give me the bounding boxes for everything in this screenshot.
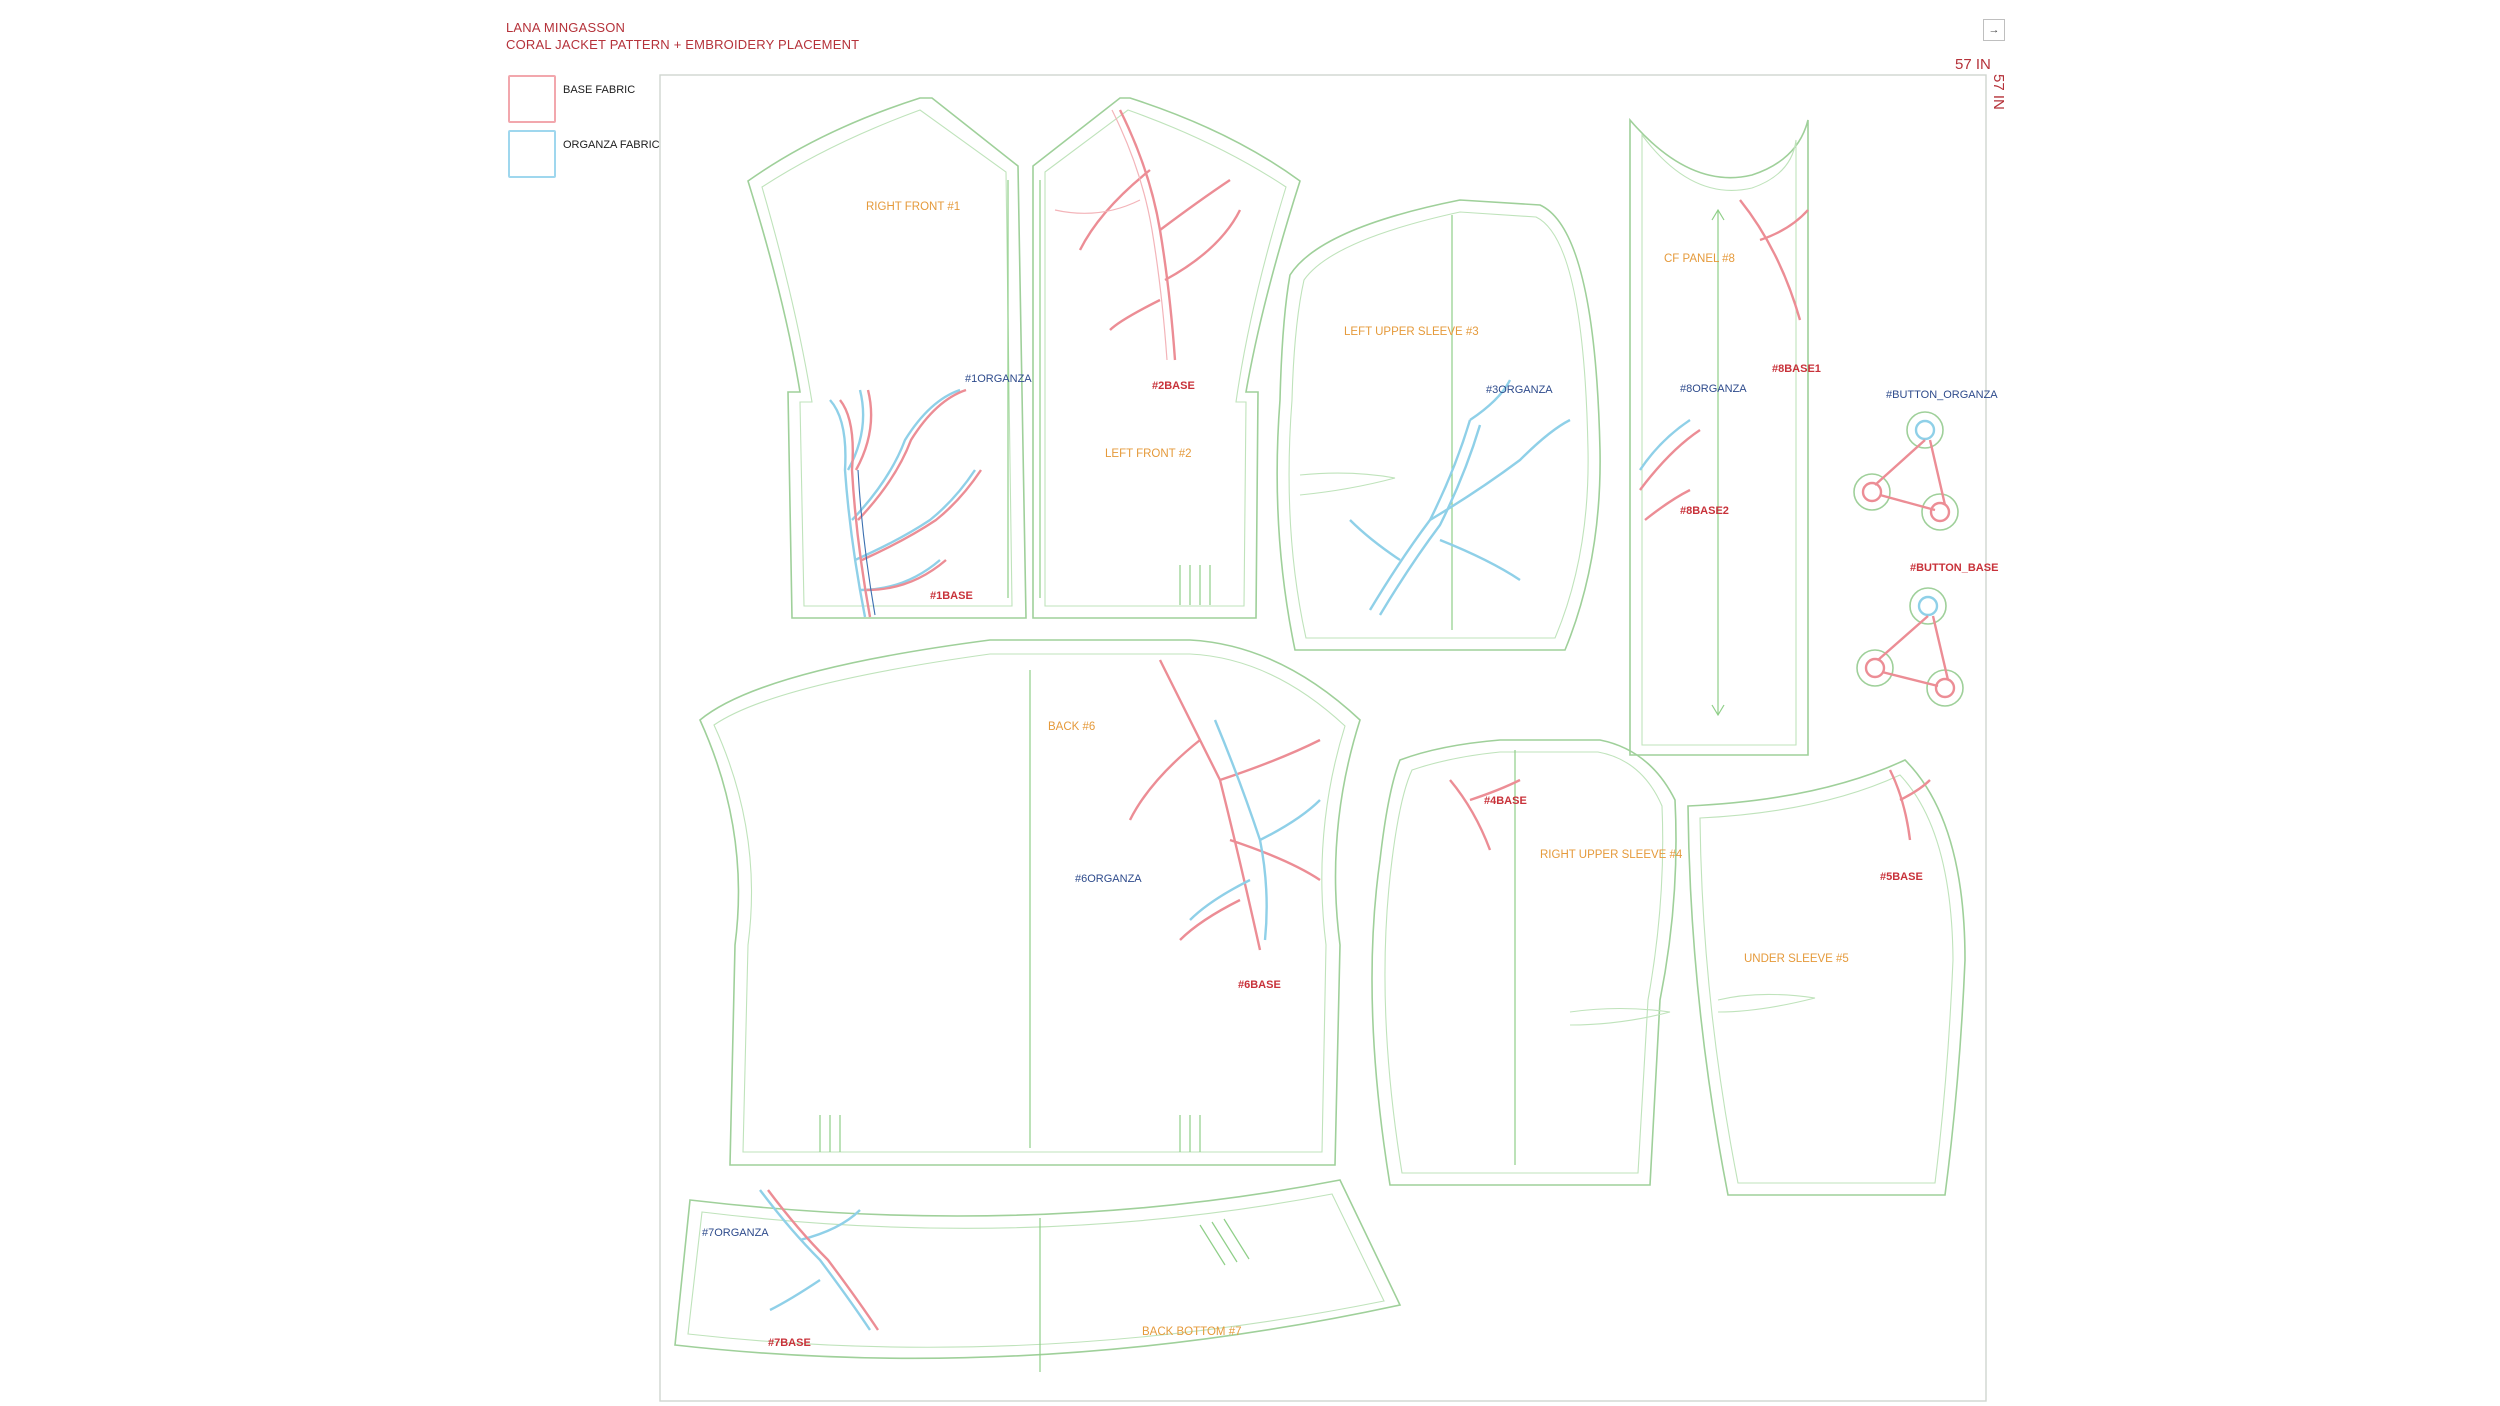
tag-1organza: #1ORGANZA: [965, 373, 1032, 385]
label-left-upper-sleeve: LEFT UPPER SLEEVE #3: [1344, 326, 1479, 338]
coral-embroidery-1: [829, 388, 982, 618]
fullscreen-button[interactable]: →: [1983, 19, 2005, 41]
piece-cf-panel: [1629, 117, 1809, 756]
coral-embroidery-2: [1054, 109, 1242, 361]
coral-embroidery-8: [1639, 199, 1809, 521]
base-fabric-label: BASE FABRIC: [563, 84, 636, 96]
tag-6organza: #6ORGANZA: [1075, 873, 1142, 885]
label-right-upper-sleeve: RIGHT UPPER SLEEVE #4: [1540, 849, 1683, 861]
label-back: BACK #6: [1048, 721, 1095, 733]
piece-right-upper-sleeve: [1371, 739, 1677, 1186]
tag-2base: #2BASE: [1152, 380, 1195, 392]
piece-back: [699, 639, 1361, 1166]
label-back-bottom: BACK BOTTOM #7: [1142, 1326, 1241, 1338]
tag-1base: #1BASE: [930, 590, 973, 602]
button-pieces: [1853, 411, 1964, 707]
piece-left-upper-sleeve: [1276, 199, 1601, 651]
tag-8organza: #8ORGANZA: [1680, 383, 1747, 395]
tag-8base2: #8BASE2: [1680, 505, 1729, 517]
organza-fabric-label: ORGANZA FABRIC: [563, 139, 660, 151]
height-dimension: 57 IN: [1990, 74, 2007, 110]
coral-embroidery-5: [1888, 769, 1931, 841]
tag-3organza: #3ORGANZA: [1486, 384, 1553, 396]
label-under-sleeve: UNDER SLEEVE #5: [1744, 953, 1849, 965]
label-left-front: LEFT FRONT #2: [1105, 448, 1192, 460]
organza-fabric-swatch: [508, 130, 556, 178]
label-cf-panel: CF PANEL #8: [1664, 253, 1735, 265]
piece-back-bottom: [674, 1179, 1402, 1372]
width-dimension: 57 IN: [1955, 56, 1991, 73]
coral-embroidery-4: [1449, 778, 1521, 851]
tag-button-base: #BUTTON_BASE: [1910, 562, 1998, 574]
label-right-front: RIGHT FRONT #1: [866, 201, 960, 213]
coral-embroidery-7: [759, 1189, 879, 1331]
tag-5base: #5BASE: [1880, 871, 1923, 883]
tag-button-organza: #BUTTON_ORGANZA: [1886, 389, 1998, 401]
tag-6base: #6BASE: [1238, 979, 1281, 991]
piece-left-front: [1032, 97, 1301, 619]
tag-4base: #4BASE: [1484, 795, 1527, 807]
coral-embroidery-3: [1349, 379, 1571, 616]
page-subtitle: CORAL JACKET PATTERN + EMBROIDERY PLACEM…: [506, 37, 860, 52]
tag-8base1: #8BASE1: [1772, 363, 1821, 375]
coral-embroidery-6: [1128, 659, 1321, 951]
tag-7organza: #7ORGANZA: [702, 1227, 769, 1239]
tag-7base: #7BASE: [768, 1337, 811, 1349]
piece-right-front: [747, 97, 1027, 619]
marker-sheet-border: [659, 74, 1987, 1402]
base-fabric-swatch: [508, 75, 556, 123]
piece-under-sleeve: [1687, 759, 1966, 1196]
designer-name: LANA MINGASSON: [506, 20, 626, 35]
